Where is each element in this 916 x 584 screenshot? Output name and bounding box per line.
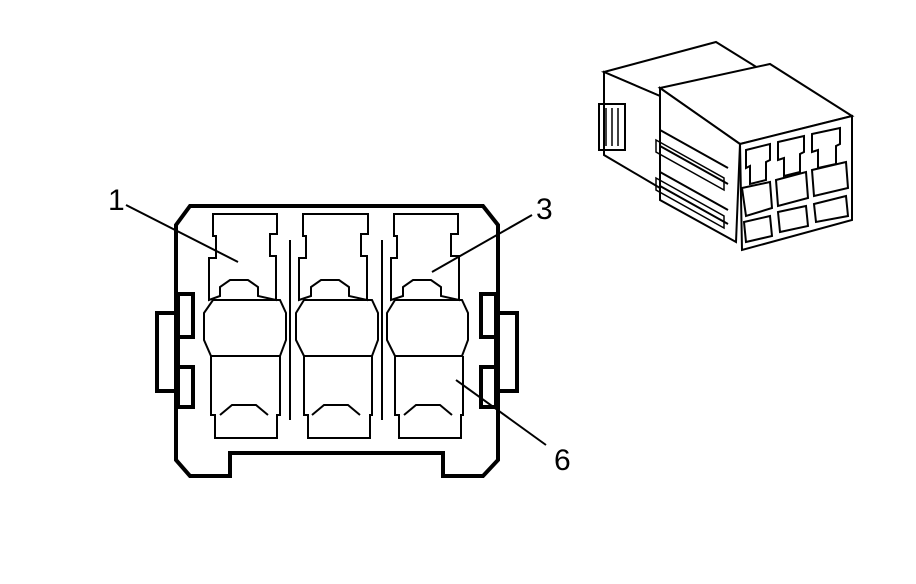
terminal-cavity-column-2 [295,213,379,439]
callout-label-3: 3 [536,193,553,226]
isometric-cavities [740,126,850,244]
callout-3: 3 [431,193,553,273]
callout-label-1: 1 [108,184,125,217]
callout-6: 6 [455,379,571,477]
left-locking-tab [155,292,195,409]
terminal-cavity-column-3 [386,213,469,439]
connector-housing-outline [174,204,500,478]
right-locking-tab [479,292,519,409]
terminal-cavity-column-1 [203,213,287,439]
cavity-dividers [289,240,383,420]
connector-isometric-view [598,40,855,252]
connector-face-view [155,204,519,478]
callout-label-6: 6 [554,444,571,477]
callout-1: 1 [108,184,239,263]
